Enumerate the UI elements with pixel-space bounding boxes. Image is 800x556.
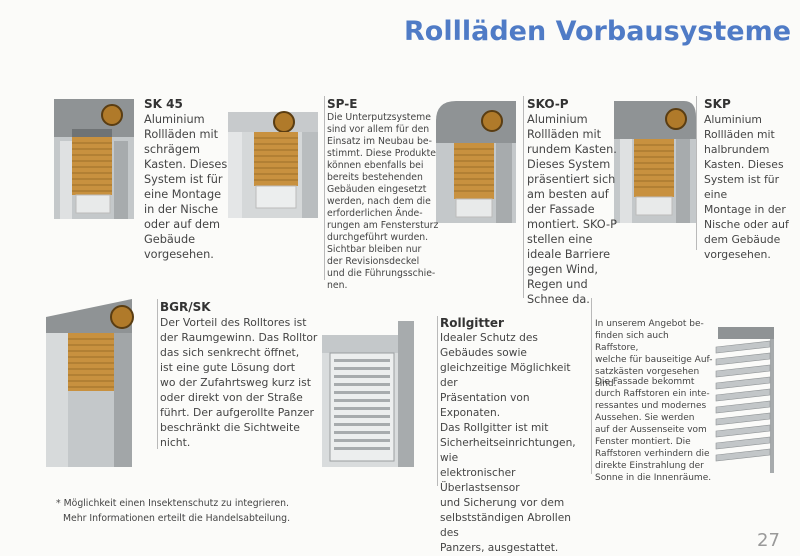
product-description: Die Unterputzsysteme sind vor allem für … <box>327 112 439 291</box>
product-rollgitter: Rollgitter Idealer Schutz des Gebäudes s… <box>440 316 590 556</box>
product-description: Aluminium Rollläden mit rundem Kasten. D… <box>527 113 617 306</box>
spe-illustration <box>228 111 318 218</box>
raffstore-description: Die Fassade bekommt durch Raffstoren ein… <box>595 377 712 483</box>
raffstore-intro: In unserem Angebot be- finden sich auch … <box>595 319 713 389</box>
sk45-illustration <box>54 99 134 219</box>
product-name: SK 45 <box>144 97 183 111</box>
divider <box>324 96 325 280</box>
divider <box>591 298 592 474</box>
divider <box>437 316 438 486</box>
product-sk45: SK 45 Aluminium Rollläden mit schrägem K… <box>144 97 244 262</box>
product-skop: SKO-P Aluminium Rollläden mit rundem Kas… <box>527 97 631 307</box>
divider <box>523 96 524 298</box>
skop-illustration <box>436 101 516 223</box>
product-description: Der Vorteil des Rolltores ist der Raumge… <box>160 316 318 449</box>
product-name: SKO-P <box>527 97 569 111</box>
product-description: Idealer Schutz des Gebäudes sowie gleich… <box>440 332 576 554</box>
product-bgr-sk: BGR/SK Der Vorteil des Rolltores ist der… <box>160 300 335 450</box>
product-name: SKP <box>704 97 731 111</box>
product-description: Aluminium Rollläden mit halbrundem Kaste… <box>704 113 789 261</box>
product-description: Aluminium Rollläden mit schrägem Kasten.… <box>144 113 228 261</box>
product-spe: SP-E Die Unterputzsysteme sind vor allem… <box>327 97 451 292</box>
product-name: BGR/SK <box>160 300 211 314</box>
raffstore-illustration <box>715 327 774 473</box>
product-name: Rollgitter <box>440 316 504 330</box>
skp-illustration <box>614 101 696 223</box>
bgr-sk-illustration <box>46 299 134 467</box>
divider <box>157 299 158 449</box>
page-number: 27 <box>757 530 780 551</box>
product-name: SP-E <box>327 97 358 111</box>
page-title: Rollläden Vorbausysteme <box>404 16 792 47</box>
product-skp: SKP Aluminium Rollläden mit halbrundem K… <box>704 97 798 262</box>
divider <box>696 96 697 250</box>
footnote: * Möglichkeit einen Insektenschutz zu in… <box>56 498 291 524</box>
rollgitter-illustration <box>322 321 414 467</box>
